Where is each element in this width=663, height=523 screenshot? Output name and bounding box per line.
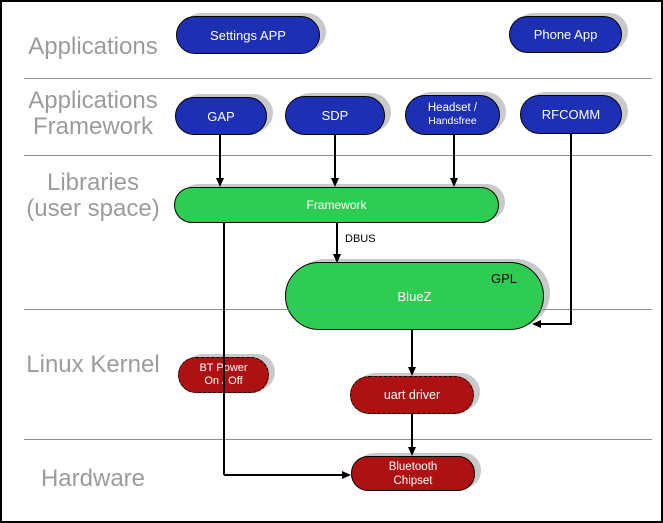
layer-label-text: Libraries <box>46 169 140 196</box>
edge-framework-to-chipset-vertical <box>223 223 225 475</box>
node-headset-handsfree: Headset / Handsfree <box>405 95 500 135</box>
arrowhead-rfcomm-to-bluez <box>532 319 541 328</box>
edge-framework-to-bluez-dbus <box>336 223 338 256</box>
layer-label-text: Applications <box>28 33 158 60</box>
divider-kernel-hardware <box>24 439 652 440</box>
node-uart-driver: uart driver <box>350 376 474 414</box>
node-sdp: SDP <box>285 96 385 135</box>
node-label: Phone App <box>533 27 598 42</box>
dbus-edge-label: DBUS <box>345 233 376 245</box>
node-rfcomm: RFCOMM <box>520 95 622 134</box>
arrowhead-uart-to-chipset <box>407 447 416 456</box>
arrowhead-framework-to-bluez <box>332 254 341 263</box>
node-settings-app: Settings APP <box>176 16 320 54</box>
arrowhead-sdp-to-framework <box>330 178 339 187</box>
layer-label-applications-framework: Applications Framework <box>12 88 174 140</box>
edge-framework-to-chipset-horizontal <box>224 474 344 476</box>
layer-label-applications: Applications <box>12 34 174 60</box>
node-label: uart driver <box>383 387 441 402</box>
arrowhead-bluez-to-uart <box>407 367 416 376</box>
edge-gap-to-framework <box>219 135 221 183</box>
edge-sdp-to-framework <box>334 135 336 183</box>
node-label: SDP <box>321 108 349 123</box>
node-label: Chipset <box>393 474 433 487</box>
node-label: Bluetooth <box>388 460 438 473</box>
node-label: Headset / <box>427 102 478 114</box>
node-label: BlueZ <box>397 288 432 304</box>
edge-bluez-to-uart <box>411 330 413 371</box>
divider-applications-framework <box>24 78 652 79</box>
gpl-badge: GPL <box>490 271 517 286</box>
divider-libraries-kernel <box>24 309 652 310</box>
node-label: Framework <box>306 197 367 212</box>
node-bluetooth-chipset: Bluetooth Chipset <box>351 456 475 491</box>
layer-label-text: Linux Kernel <box>26 351 160 378</box>
node-bluez: GPL BlueZ <box>285 262 544 330</box>
arrowhead-headset-to-framework <box>449 178 458 187</box>
edge-headset-to-framework <box>453 135 455 183</box>
layer-label-hardware: Hardware <box>12 466 174 492</box>
node-phone-app: Phone App <box>509 16 622 53</box>
divider-framework-libraries <box>24 155 652 156</box>
layer-label-text: Applications <box>28 87 158 114</box>
node-label: Handsfree <box>428 115 477 127</box>
node-gap: GAP <box>175 97 267 135</box>
layer-label-text: (user space) <box>26 195 160 222</box>
node-label: RFCOMM <box>541 107 601 122</box>
node-label: GAP <box>207 108 235 124</box>
node-label: Settings APP <box>210 27 286 43</box>
edge-rfcomm-to-bluez-horizontal <box>539 323 572 325</box>
layer-label-linux-kernel: Linux Kernel <box>12 352 174 378</box>
edge-rfcomm-to-bluez-vertical <box>570 134 572 324</box>
arrowhead-framework-to-chipset <box>342 470 351 479</box>
node-framework: Framework <box>174 187 499 223</box>
layer-label-text: Hardware <box>40 465 146 492</box>
edge-uart-to-chipset <box>411 414 413 451</box>
layer-label-text: Framework <box>32 113 153 140</box>
layer-label-libraries-user-space: Libraries (user space) <box>12 170 174 222</box>
arrowhead-gap-to-framework <box>215 178 224 187</box>
